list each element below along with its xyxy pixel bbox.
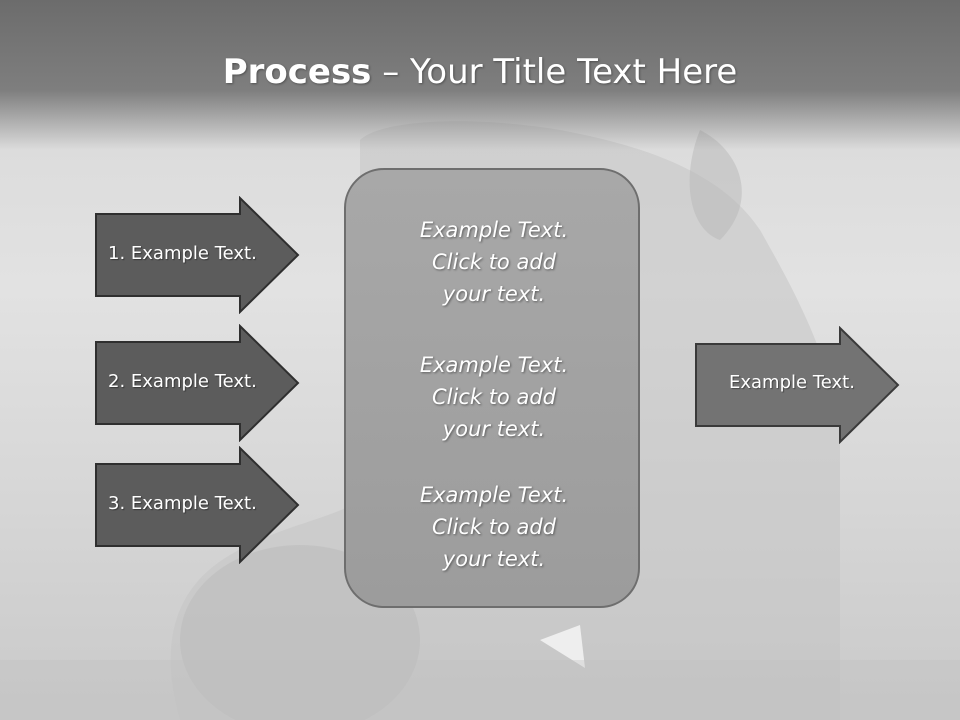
content-block-1[interactable]: Example Text. Click to add your text.	[346, 214, 642, 310]
title-rest: – Your Title Text Here	[371, 52, 738, 92]
slide-title: Process – Your Title Text Here	[0, 52, 960, 92]
arrow-shape-1	[95, 196, 300, 314]
center-content-box[interactable]: Example Text. Click to add your text. Ex…	[344, 168, 640, 608]
arrow-label-right: Example Text.	[729, 372, 855, 393]
block-1-line-2: Click to add	[431, 250, 556, 274]
block-3-line-2: Click to add	[431, 515, 556, 539]
arrow-label-1: 1. Example Text.	[108, 243, 257, 264]
arrow-label-3: 3. Example Text.	[108, 493, 257, 514]
block-2-line-3: your text.	[442, 417, 546, 441]
block-1-line-1: Example Text.	[419, 218, 569, 242]
arrow-label-2: 2. Example Text.	[108, 371, 257, 392]
arrow-shape-2	[95, 324, 300, 442]
arrow-shape-right	[695, 326, 900, 444]
arrow-shape-3	[95, 446, 300, 564]
block-3-line-3: your text.	[442, 547, 546, 571]
block-2-line-2: Click to add	[431, 385, 556, 409]
block-3-line-1: Example Text.	[419, 483, 569, 507]
title-bold: Process	[222, 52, 372, 92]
content-block-3[interactable]: Example Text. Click to add your text.	[346, 479, 642, 575]
content-block-2[interactable]: Example Text. Click to add your text.	[346, 349, 642, 445]
title-bar	[0, 0, 960, 150]
block-2-line-1: Example Text.	[419, 353, 569, 377]
block-1-line-3: your text.	[442, 282, 546, 306]
